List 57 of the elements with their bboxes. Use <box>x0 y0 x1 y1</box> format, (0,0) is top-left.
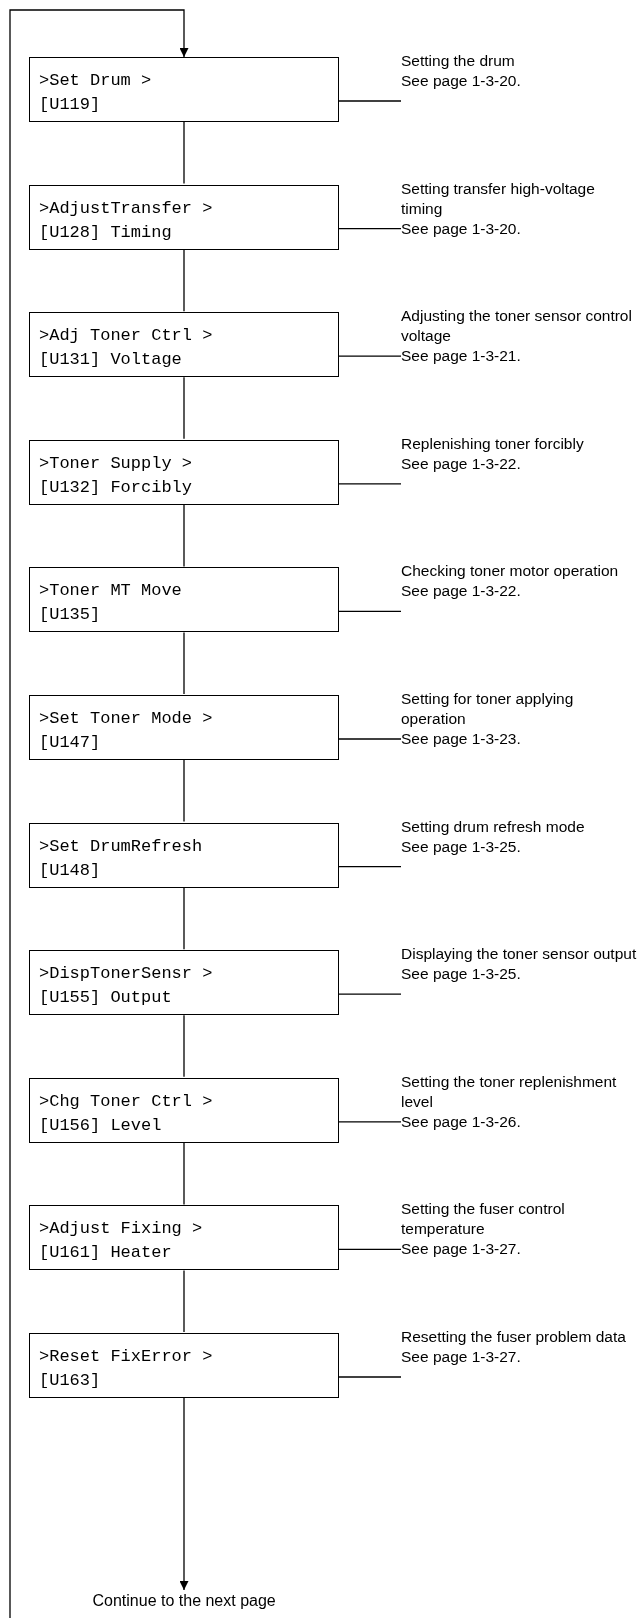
description-text: Setting for toner applying operation <box>401 689 575 729</box>
connector-line <box>183 1142 185 1206</box>
connector-line <box>183 248 185 312</box>
leader-line <box>338 100 402 102</box>
description-text: Setting transfer high-voltage timing <box>401 178 596 219</box>
description-text: Setting the drum <box>401 51 516 71</box>
leader-line <box>338 1248 402 1251</box>
connector-line <box>183 631 185 695</box>
return-arrow <box>9 9 189 1618</box>
description-text: Displaying the toner sensor output <box>401 944 638 965</box>
arrow <box>179 1397 189 1591</box>
menu-screen-box: >Toner Supply > [U132] Forcibly <box>29 439 339 505</box>
menu-screen-box: >Reset FixError > [U163] <box>29 1333 339 1398</box>
connector-line <box>183 1269 185 1333</box>
continuation-text: Continue to the next page <box>92 1591 276 1611</box>
page-reference: See page 1-3-21. <box>401 346 522 367</box>
page-reference: See page 1-3-23. <box>401 729 522 749</box>
page-reference: See page 1-3-25. <box>401 836 522 857</box>
page-reference: See page 1-3-26. <box>401 1111 522 1132</box>
connector-line <box>183 1014 185 1078</box>
leader-line <box>338 738 402 740</box>
leader-line <box>338 1376 402 1378</box>
leader-line <box>338 865 402 868</box>
menu-screen-box: >DispTonerSensr > [U155] Output <box>29 950 339 1016</box>
connector-line <box>183 886 185 950</box>
connector-line <box>183 759 185 823</box>
description-text: Adjusting the toner sensor control voltage <box>401 306 633 347</box>
page-reference: See page 1-3-22. <box>401 581 522 602</box>
description-text: Setting drum refresh mode <box>401 816 586 837</box>
leader-line <box>338 227 402 230</box>
page-reference: See page 1-3-20. <box>401 218 522 239</box>
menu-screen-box: >Adjust Fixing > [U161] Heater <box>29 1205 339 1271</box>
menu-screen-box: >Adj Toner Ctrl > [U131] Voltage <box>29 312 339 378</box>
page-reference: See page 1-3-27. <box>401 1239 522 1260</box>
page-reference: See page 1-3-27. <box>401 1347 522 1367</box>
description-text: Resetting the fuser problem data <box>401 1327 627 1347</box>
menu-screen-box: >Toner MT Move [U135] <box>29 567 339 633</box>
connector-line <box>183 121 185 185</box>
page-reference: See page 1-3-22. <box>401 453 522 474</box>
leader-line <box>338 483 402 485</box>
description-text: Setting the toner replenishment level <box>401 1071 618 1112</box>
menu-screen-box: >Set DrumRefresh [U148] <box>29 822 339 888</box>
menu-screen-box: >AdjustTransfer > [U128] Timing <box>29 184 339 250</box>
description-text: Replenishing toner forcibly <box>401 433 585 454</box>
page-reference: See page 1-3-20. <box>401 71 522 91</box>
menu-screen-box: >Set Drum > [U119] <box>29 57 339 122</box>
menu-screen-box: >Set Toner Mode > [U147] <box>29 695 339 760</box>
description-text: Checking toner motor operation <box>401 561 620 582</box>
leader-line <box>338 610 402 613</box>
leader-line <box>338 1121 402 1123</box>
menu-screen-box: >Chg Toner Ctrl > [U156] Level <box>29 1077 339 1143</box>
description-text: Setting the fuser control temperature <box>401 1199 566 1240</box>
leader-line <box>338 993 402 995</box>
connector-line <box>183 376 185 440</box>
leader-line <box>338 355 402 357</box>
page-reference: See page 1-3-25. <box>401 964 522 985</box>
connector-line <box>183 504 185 568</box>
